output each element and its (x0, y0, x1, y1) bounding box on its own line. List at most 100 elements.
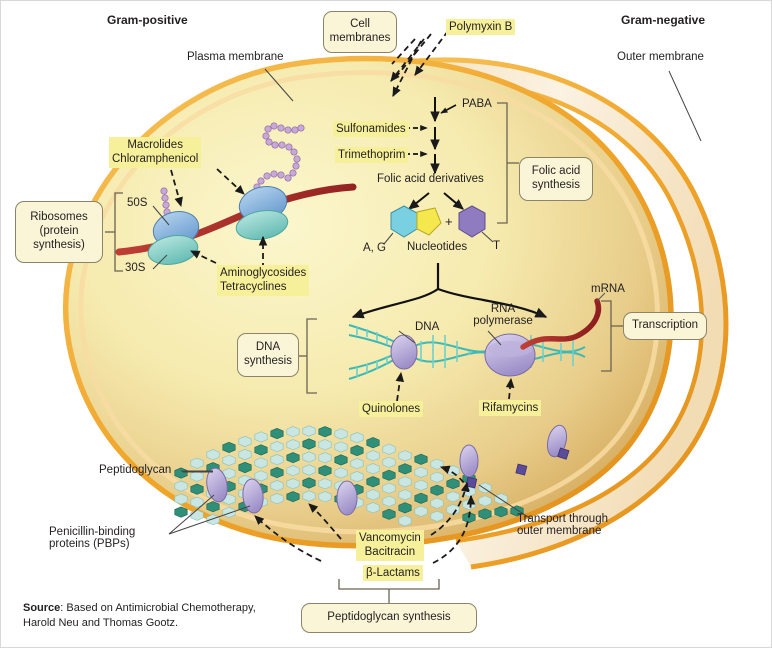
outer-membrane-label: Outer membrane (617, 51, 704, 63)
drug-beta-lactams[interactable]: β-Lactams (363, 565, 423, 582)
label-30s: 30S (125, 262, 146, 274)
outer-membrane-leader (668, 70, 702, 142)
peptidoglycan-unit (222, 467, 236, 479)
peptidoglycan-unit (286, 491, 300, 503)
callout-dna-synthesis-label: DNA synthesis (244, 341, 292, 367)
peptidoglycan-unit (206, 501, 220, 513)
peptidoglycan-unit (222, 506, 236, 518)
peptidoglycan-unit (270, 454, 284, 466)
gram-positive-title: Gram-positive (107, 13, 188, 27)
peptidoglycan-unit (302, 490, 316, 502)
source-text: : Based on Antimicrobial Chemotherapy, (60, 602, 256, 614)
peptidoglycan-unit (174, 493, 188, 505)
callout-dna-synthesis[interactable]: DNA synthesis (237, 333, 299, 377)
label-folic-acid-derivatives: Folic acid derivatives (377, 173, 484, 185)
drug-aminoglycosides[interactable]: Aminoglycosides Tetracyclines (217, 265, 310, 296)
peptidoglycan-unit (414, 492, 428, 504)
peptidoglycan-unit (190, 496, 204, 508)
drug-trimethoprim-label: Trimethoprim (338, 149, 406, 161)
drug-rifamycins[interactable]: Rifamycins (479, 400, 542, 417)
drug-quinolones[interactable]: Quinolones (359, 401, 424, 418)
label-nucleotides: Nucleotides (407, 241, 468, 253)
peptidoglycan-unit (478, 508, 492, 520)
label-nucleotide-plus: + (445, 214, 453, 229)
peptidoglycan-unit (366, 463, 380, 475)
peptidoglycan-unit (302, 438, 316, 450)
peptidoglycan-unit (174, 480, 188, 492)
peptidoglycan-unit (382, 469, 396, 481)
drug-vancomycin-label: Vancomycin Bacitracin (359, 532, 421, 559)
drug-polymyxin-b[interactable]: Polymyxin B (446, 19, 516, 36)
callout-ribosomes[interactable]: Ribosomes (protein synthesis) (15, 201, 103, 263)
peptidoglycan-unit (190, 483, 204, 495)
peptidoglycan-unit (430, 458, 444, 470)
peptidoglycan-unit (478, 495, 492, 507)
label-dna: DNA (415, 321, 440, 333)
peptidoglycan-unit (462, 499, 476, 511)
peptidoglycan-unit (494, 506, 508, 518)
peptidoglycan-unit (398, 476, 412, 488)
peptidoglycan-unit (318, 452, 332, 464)
peptidoglycan-unit (350, 445, 364, 457)
label-50s: 50S (127, 197, 148, 209)
peptidoglycan-unit (254, 470, 268, 482)
label-transport: Transport through outer membrane (517, 513, 608, 537)
drug-trimethoprim[interactable]: Trimethoprim (335, 147, 409, 164)
drug-sulfonamides[interactable]: Sulfonamides (333, 121, 409, 138)
drug-vancomycin[interactable]: Vancomycin Bacitracin (356, 530, 424, 561)
peptidoglycan-unit (334, 454, 348, 466)
drug-macrolides[interactable]: Macrolides Chloramphenicol (109, 137, 202, 168)
peptidoglycan-unit (414, 453, 428, 465)
callout-peptidoglycan-synthesis-label: Peptidoglycan synthesis (327, 611, 451, 624)
peptidoglycan-unit (190, 470, 204, 482)
peptidoglycan-unit (318, 439, 332, 451)
peptidoglycan-unit (430, 510, 444, 522)
callout-ribosomes-label: Ribosomes (protein synthesis) (30, 211, 88, 251)
peptidoglycan-unit (286, 426, 300, 438)
peptidoglycan-unit (206, 449, 220, 461)
polymyxin-arrows (391, 30, 449, 78)
nucleotide-distribution-arrows (351, 263, 548, 319)
peptidoglycan-unit (350, 458, 364, 470)
peptidoglycan-unit (254, 444, 268, 456)
peptidoglycan-unit (414, 466, 428, 478)
peptidoglycan-unit (190, 457, 204, 469)
label-rna-polymerase: RNA polymerase (473, 303, 533, 327)
peptidoglycan-unit (222, 441, 236, 453)
peptidoglycan-unit (366, 502, 380, 514)
gram-negative-title: Gram-negative (621, 13, 706, 27)
callout-transcription[interactable]: Transcription (623, 312, 707, 340)
callout-folic-acid-synthesis-label: Folic acid synthesis (531, 165, 581, 191)
peptidoglycan-unit (366, 437, 380, 449)
peptidoglycan-unit (270, 428, 284, 440)
drug-macrolides-label: Macrolides Chloramphenicol (112, 139, 199, 166)
peptidoglycan-unit (366, 489, 380, 501)
peptidoglycan-unit (238, 461, 252, 474)
peptidoglycan-unit (430, 471, 444, 483)
peptidoglycan-unit (270, 441, 284, 453)
peptidoglycan-unit (174, 506, 188, 518)
peptidoglycan-unit (334, 428, 348, 440)
peptidoglycan-unit (286, 478, 300, 490)
drug-beta-lactams-label: β-Lactams (366, 567, 420, 579)
ribosome-mrna-strand (115, 122, 357, 270)
peptidoglycan-unit (382, 495, 396, 507)
peptidoglycan-unit (350, 432, 364, 444)
peptidoglycan-unit (302, 451, 316, 463)
callout-peptidoglycan-synthesis[interactable]: Peptidoglycan synthesis (301, 603, 477, 633)
dna-gyrase (390, 334, 418, 370)
peptidoglycan-unit (398, 489, 412, 501)
callout-folic-acid-synthesis[interactable]: Folic acid synthesis (519, 157, 593, 201)
peptidoglycan-unit (174, 467, 188, 479)
peptidoglycan-unit (238, 448, 252, 461)
peptidoglycan-unit (446, 491, 460, 503)
source-prefix: Source (23, 602, 61, 614)
peptidoglycan-unit (414, 505, 428, 517)
drug-sulfonamides-label: Sulfonamides (336, 123, 406, 135)
peptidoglycan-unit (366, 450, 380, 462)
peptidoglycan-unit (302, 477, 316, 489)
peptidoglycan-unit (206, 514, 220, 526)
source-citation: Source: Based on Antimicrobial Chemother… (23, 601, 256, 631)
callout-cell-membranes[interactable]: Cell membranes (323, 11, 397, 53)
